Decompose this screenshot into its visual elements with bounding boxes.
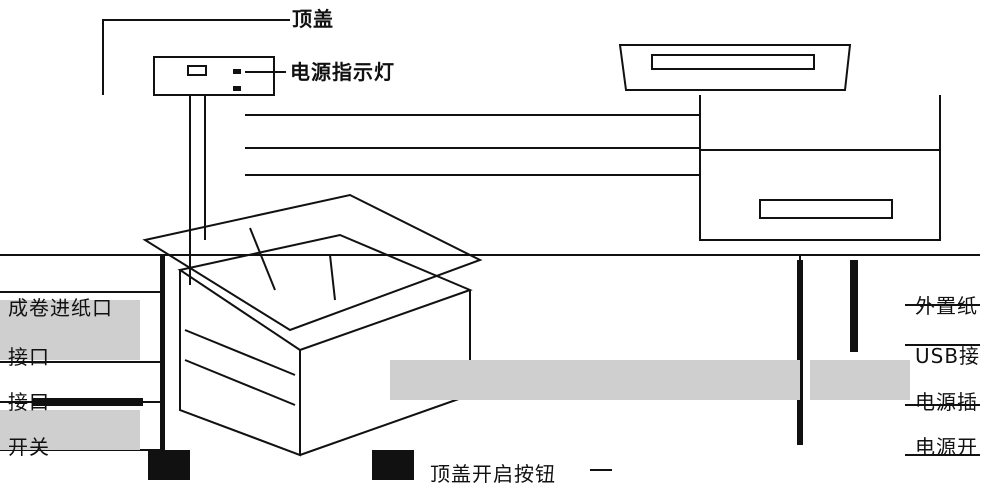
front-panel xyxy=(153,56,275,96)
label-top-cover: 顶盖 xyxy=(292,7,334,31)
label-port-1: 接口 xyxy=(8,345,50,369)
label-power-port: 电源插 xyxy=(915,390,978,414)
label-right-1: 外置纸 xyxy=(915,294,978,318)
indicator-led-2 xyxy=(233,86,241,91)
indicator-window xyxy=(187,65,207,76)
back-slot xyxy=(759,199,893,219)
back-top xyxy=(618,44,852,91)
leader-top-cover xyxy=(102,19,290,95)
label-power-indicator: 电源指示灯 xyxy=(290,60,395,84)
printer-body xyxy=(142,193,483,332)
indicator-led-1 xyxy=(233,69,241,74)
label-power-switch: 电源开 xyxy=(915,435,978,459)
label-port-2: 接口 xyxy=(8,390,50,414)
label-top-cover-open-button: 顶盖开启按钮 xyxy=(430,462,556,486)
label-roll-feed-port: 成卷进纸口 xyxy=(8,296,113,320)
label-switch: 开关 xyxy=(8,435,50,459)
label-usb-port: USB接 xyxy=(915,344,981,368)
